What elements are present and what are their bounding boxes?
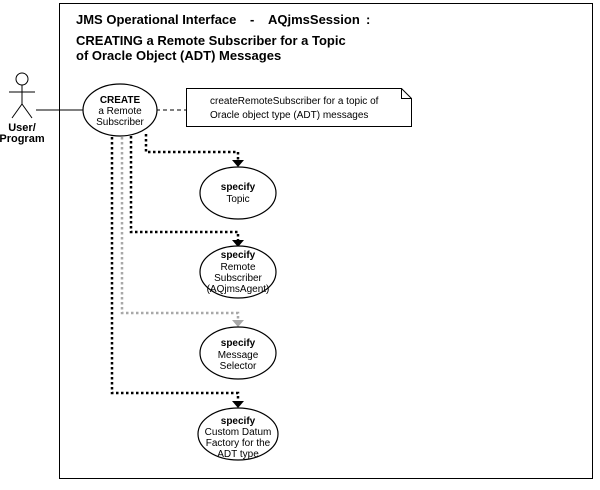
title-interface: JMS Operational Interface: [76, 12, 236, 27]
usecase-line-1: specify: [221, 250, 256, 261]
usecase-line-2: Topic: [226, 194, 249, 205]
actor-right-leg: [21, 103, 33, 119]
path-to-topic: [144, 134, 240, 160]
actor-label-line-1: User/: [8, 122, 36, 134]
title-class: AQjmsSession: [268, 12, 360, 27]
usecase-specify-message-selector: specify Message Selector: [199, 326, 277, 380]
usecase-line-3: Selector: [220, 361, 257, 372]
usecase-line-3: Subscriber: [96, 117, 144, 128]
usecase-line-1: specify: [221, 416, 256, 427]
usecase-specify-custom-datum-factory: specify Custom Datum Factory for the ADT…: [197, 407, 279, 461]
usecase-ellipse: [199, 166, 277, 220]
arrow-to-topic-icon: [232, 160, 244, 167]
path-to-message-selector: [120, 137, 240, 320]
usecase-line-2: Remote: [220, 262, 255, 273]
path-to-custom-datum-factory: [110, 137, 240, 401]
usecase-line-1: specify: [221, 338, 256, 349]
usecase-line-4: ADT type: [217, 449, 259, 460]
usecase-create-remote-subscriber: CREATE a Remote Subscriber: [82, 83, 158, 137]
usecase-ellipse: [197, 407, 279, 461]
usecase-line-4: (AQjmsAgent): [207, 284, 270, 295]
title-separator: -: [250, 12, 254, 27]
usecase-ellipse: [199, 245, 277, 299]
include-paths: [110, 134, 244, 408]
arrow-to-custom-datum-factory-icon: [232, 401, 244, 408]
note-line-2: Oracle object type (ADT) messages: [210, 110, 368, 121]
usecase-line-3: Factory for the: [206, 438, 271, 449]
actor-user-program: User/ Program: [0, 72, 45, 145]
note-fold-icon: [401, 88, 412, 99]
note-line-1: createRemoteSubscriber for a topic of: [210, 96, 379, 107]
arrow-to-message-selector-icon: [232, 320, 244, 327]
usecase-line-2: Message: [218, 350, 259, 361]
usecase-line-2: Custom Datum: [205, 427, 272, 438]
usecase-specify-topic: specify Topic: [199, 166, 277, 220]
usecase-line-2: a Remote: [98, 106, 142, 117]
actor-head-icon: [15, 72, 29, 86]
actor-label-line-2: Program: [0, 133, 45, 145]
usecase-ellipse: [199, 326, 277, 380]
usecase-ellipse: [82, 83, 158, 137]
path-to-remote-subscriber: [129, 136, 240, 240]
title-line-3: of Oracle Object (ADT) Messages: [76, 48, 281, 63]
title-line-2: CREATING a Remote Subscriber for a Topic: [76, 33, 346, 48]
title-colon: :: [366, 12, 370, 27]
diagram-title: JMS Operational Interface - AQjmsSession…: [76, 12, 370, 63]
arrow-to-remote-subscriber-icon: [232, 240, 244, 247]
note-box: [186, 88, 412, 127]
actor-left-leg: [11, 103, 23, 119]
usecase-line-1: CREATE: [100, 95, 141, 106]
usecase-specify-remote-subscriber: specify Remote Subscriber (AQjmsAgent): [199, 245, 277, 299]
diagram-frame: [59, 3, 593, 479]
usecase-line-1: specify: [221, 182, 256, 193]
note: createRemoteSubscriber for a topic of Or…: [186, 88, 412, 127]
usecase-line-3: Subscriber: [214, 273, 262, 284]
